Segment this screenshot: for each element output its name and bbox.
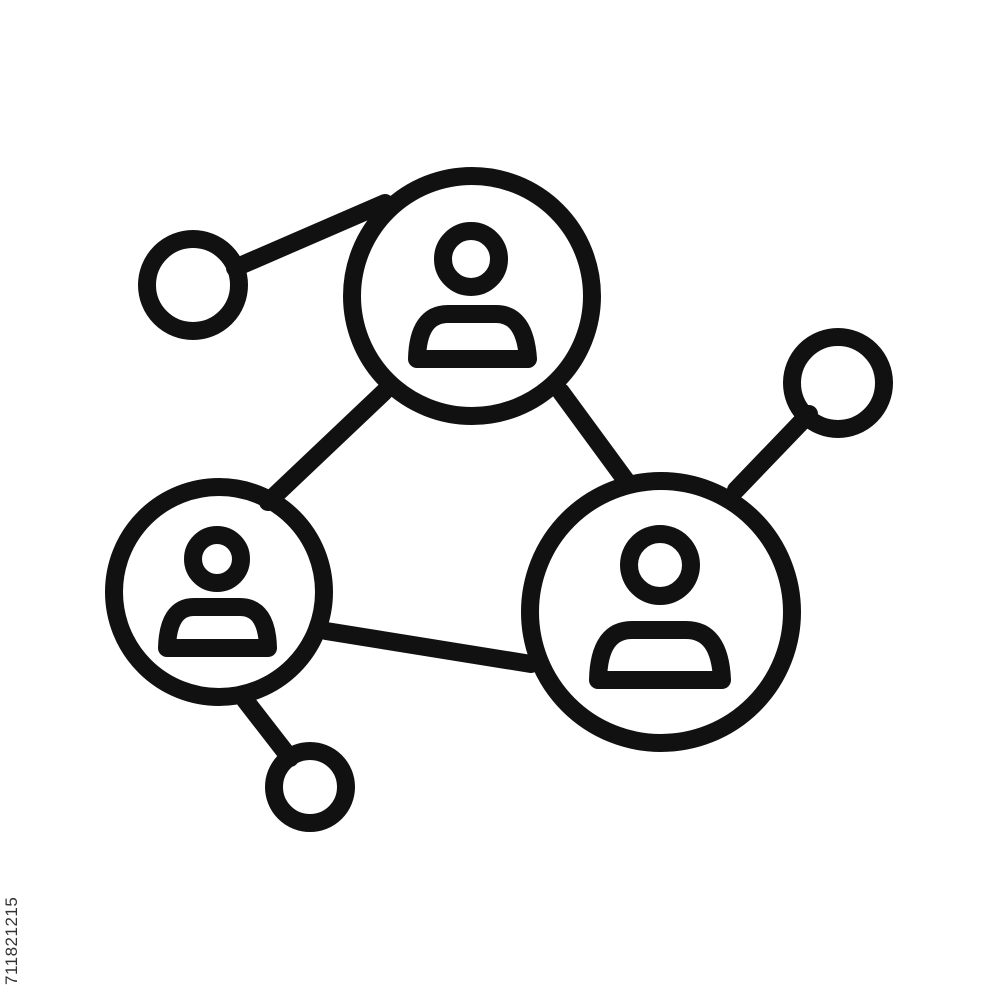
user-node-ring [105, 478, 333, 706]
connection-line [317, 622, 540, 673]
connection-line [236, 691, 299, 767]
user-node [521, 472, 801, 752]
user-node-ring [521, 472, 801, 752]
connection-line [727, 405, 818, 499]
small-node-icon [138, 230, 248, 340]
user-avatar-icon [408, 222, 537, 368]
user-node [343, 167, 601, 425]
user-node-ring [343, 167, 601, 425]
connection-line [226, 194, 394, 277]
user-avatar-icon [158, 526, 277, 657]
user-node [105, 478, 333, 706]
connection-line [552, 383, 636, 491]
small-node-icon [783, 328, 893, 438]
connection-line [259, 383, 393, 511]
user-avatar-icon [589, 525, 731, 689]
connection-lines [226, 194, 818, 767]
small-node-icon [265, 742, 355, 832]
stock-id-watermark: 711821215 [2, 896, 21, 985]
